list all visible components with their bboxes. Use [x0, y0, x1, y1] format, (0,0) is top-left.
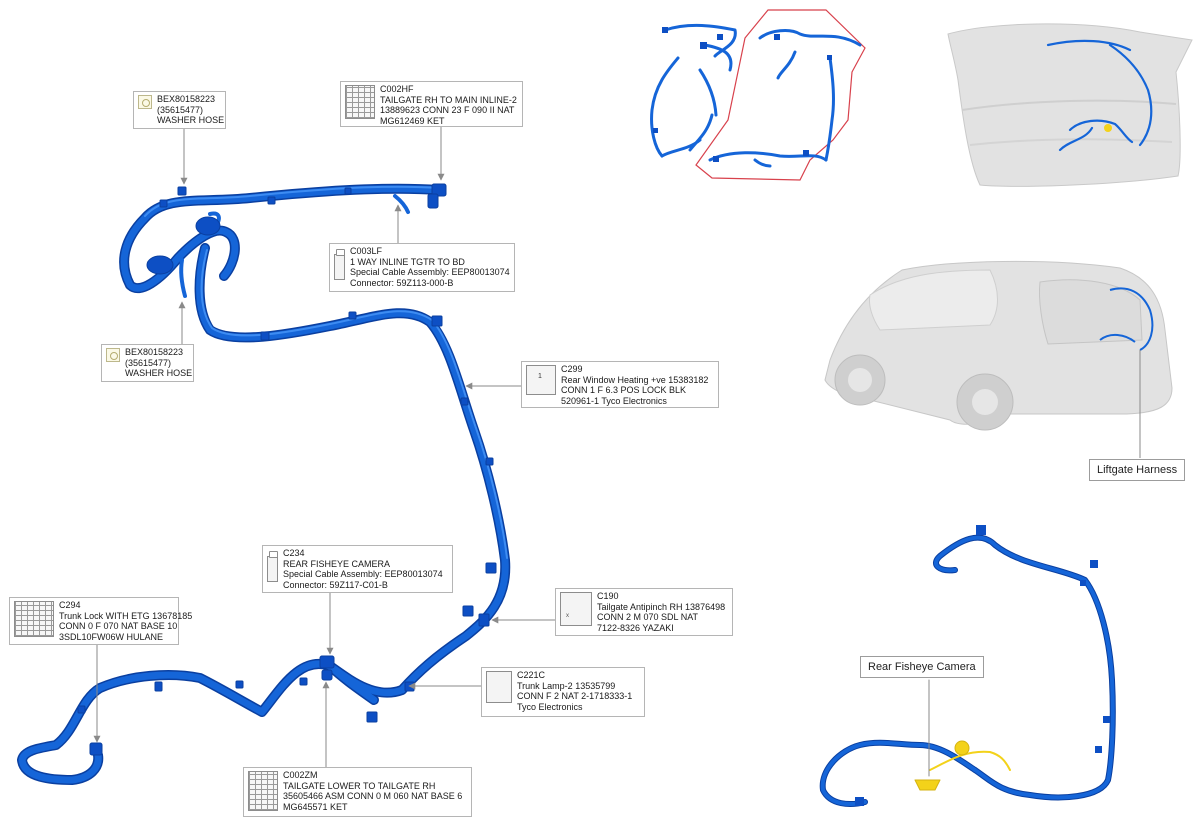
connector-icon — [526, 365, 556, 395]
callout-line: 35605466 ASM CONN 0 M 060 NAT BASE 6 — [283, 791, 463, 801]
callout-line: Tailgate Antipinch RH 13876498 — [597, 601, 726, 612]
callout-line: 13889623 CONN 23 F 090 II NAT — [380, 105, 515, 115]
callout-line: C221C — [517, 670, 546, 680]
callout-line: MG645571 KET — [283, 801, 348, 812]
washer-hose-icon — [138, 95, 152, 109]
callout-line: Rear Window Heating +ve 15383182 — [561, 374, 709, 385]
washer-hose-icon — [106, 348, 120, 362]
callout-line: CONN 1 F 6.3 POS LOCK BLK — [561, 385, 687, 395]
connector-icon — [560, 592, 592, 626]
callout-line: BEX80158223 — [157, 94, 216, 104]
callout-line: CONN 0 F 070 NAT BASE 10 — [59, 621, 178, 631]
callout-c002zm[interactable]: C002ZM TAILGATE LOWER TO TAILGATE RH 356… — [243, 767, 472, 817]
callout-c299[interactable]: C299 Rear Window Heating +ve 15383182 CO… — [521, 361, 719, 408]
callout-line: (35615477) — [157, 104, 204, 115]
callout-line: 1 WAY INLINE TGTR TO BD — [350, 256, 465, 267]
callout-line: TAILGATE RH TO MAIN INLINE-2 — [380, 94, 517, 105]
callout-line: Connector: 59Z113-000-B — [350, 277, 454, 288]
callout-line: C003LF — [350, 246, 383, 256]
liftgate-harness-label[interactable]: Liftgate Harness — [1089, 459, 1186, 481]
callout-line: C294 — [59, 600, 81, 610]
callout-c003lf[interactable]: C003LF 1 WAY INLINE TGTR TO BD Special C… — [329, 243, 515, 292]
callout-line: 7122-8326 YAZAKI — [597, 622, 674, 633]
callout-line: BEX80158223 — [125, 347, 184, 357]
callout-c294[interactable]: C294 Trunk Lock WITH ETG 13678185 CONN 0… — [9, 597, 192, 645]
callout-line: CONN F 2 NAT 2-1718333-1 — [517, 691, 633, 701]
callout-line: WASHER HOSE — [157, 115, 225, 125]
callout-line: C234 — [283, 548, 305, 558]
connector-icon — [267, 551, 278, 582]
callout-line: Trunk Lamp-2 13535799 — [517, 680, 616, 691]
callout-line: C002ZM — [283, 770, 318, 780]
callout-line: C190 — [597, 591, 619, 601]
callout-line: MG612469 KET — [380, 115, 445, 126]
leader-lines — [93, 127, 555, 767]
callout-c234[interactable]: C234 REAR FISHEYE CAMERA Special Cable A… — [262, 545, 453, 593]
connector-icon — [334, 249, 345, 280]
highlight-region — [695, 9, 866, 181]
callout-line: 3SDL10FW06W HULANE — [59, 631, 164, 642]
callout-line: Trunk Lock WITH ETG 13678185 — [59, 610, 193, 621]
overview-harness — [650, 9, 866, 181]
callout-c221c[interactable]: C221C Trunk Lamp-2 13535799 CONN F 2 NAT… — [481, 667, 645, 717]
connector-icon — [248, 771, 278, 811]
connector-icon — [14, 601, 54, 637]
connector-icon — [345, 85, 375, 119]
vehicle-render — [824, 260, 1173, 458]
callout-line: C299 — [561, 364, 583, 374]
callout-bex80158223-lower[interactable]: BEX80158223 (35615477) WASHER HOSE — [101, 344, 194, 382]
rear-fisheye-camera-label[interactable]: Rear Fisheye Camera — [860, 656, 984, 678]
callout-c190[interactable]: C190 Tailgate Antipinch RH 13876498 CONN… — [555, 588, 733, 636]
callout-line: Special Cable Assembly: EEP80013074 — [350, 267, 510, 277]
callout-line: Connector: 59Z117-C01-B — [283, 579, 388, 590]
callout-line: REAR FISHEYE CAMERA — [283, 558, 391, 569]
callout-line: WASHER HOSE — [125, 368, 193, 378]
callout-c002hf[interactable]: C002HF TAILGATE RH TO MAIN INLINE-2 1388… — [340, 81, 523, 127]
callout-line: Tyco Electronics — [517, 701, 583, 712]
callout-line: (35615477) — [125, 357, 172, 368]
liftgate-render — [947, 23, 1193, 187]
main-harness — [17, 183, 511, 785]
callout-line: CONN 2 M 070 SDL NAT — [597, 612, 699, 622]
callout-line: C002HF — [380, 84, 414, 94]
camera-harness-view — [819, 525, 1116, 807]
callout-line: Special Cable Assembly: EEP80013074 — [283, 569, 443, 579]
callout-line: TAILGATE LOWER TO TAILGATE RH — [283, 780, 436, 791]
connector-icon — [486, 671, 512, 703]
callout-bex80158223-upper[interactable]: BEX80158223 (35615477) WASHER HOSE — [133, 91, 226, 129]
callout-line: 520961-1 Tyco Electronics — [561, 395, 667, 406]
